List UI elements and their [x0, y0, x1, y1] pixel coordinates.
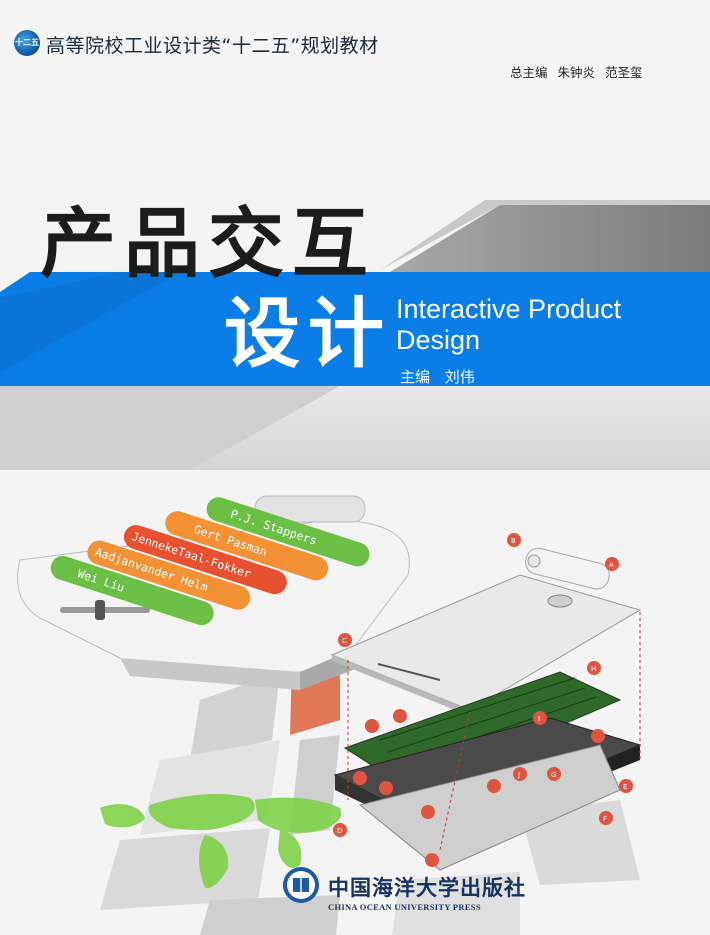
- chief-editors: 总主编 朱钟炎 范圣玺: [510, 65, 643, 80]
- blue-band: [0, 272, 710, 386]
- svg-text:C: C: [342, 637, 347, 645]
- author: 主编 刘伟: [400, 368, 475, 386]
- svg-text:J: J: [517, 771, 520, 779]
- title-line-1: 产品交互: [40, 199, 376, 288]
- publisher-name-en: CHINA OCEAN UNIVERSITY PRESS: [328, 902, 481, 912]
- english-title: Interactive Product Design: [396, 294, 622, 355]
- slab-5: [50, 555, 214, 626]
- slab-3: [123, 525, 287, 595]
- dark-wedge: [0, 386, 340, 470]
- svg-text:G: G: [551, 771, 556, 779]
- dark-shadow-band: [0, 272, 180, 372]
- name-device: P.J. Stappers Gert Pasman JennekeTaal-Fo…: [17, 495, 410, 690]
- svg-text:I: I: [538, 715, 540, 723]
- world-map: [100, 794, 342, 889]
- gray-band-top: [380, 200, 710, 270]
- publisher-name: 中国海洋大学出版社: [328, 875, 526, 900]
- svg-text:E: E: [623, 783, 627, 791]
- svg-text:A: A: [609, 561, 614, 569]
- svg-text:F: F: [603, 815, 607, 823]
- exploded-device: A B C D E F G H I J: [330, 533, 642, 871]
- slab-4: [87, 540, 251, 610]
- callout-markers: A B C D E F G H I J: [333, 533, 633, 867]
- series-title: 高等院校工业设计类“十二五”规划教材: [46, 35, 379, 57]
- gray-band: [390, 205, 710, 272]
- slab-1: [206, 497, 370, 567]
- publisher-logo-icon: [283, 867, 319, 903]
- slab-2: [165, 511, 329, 581]
- svg-text:H: H: [591, 665, 596, 673]
- svg-text:B: B: [511, 537, 516, 545]
- title-line-2: 设计: [224, 289, 392, 378]
- series-logo-icon: 十二五: [14, 30, 40, 56]
- svg-text:D: D: [337, 827, 342, 835]
